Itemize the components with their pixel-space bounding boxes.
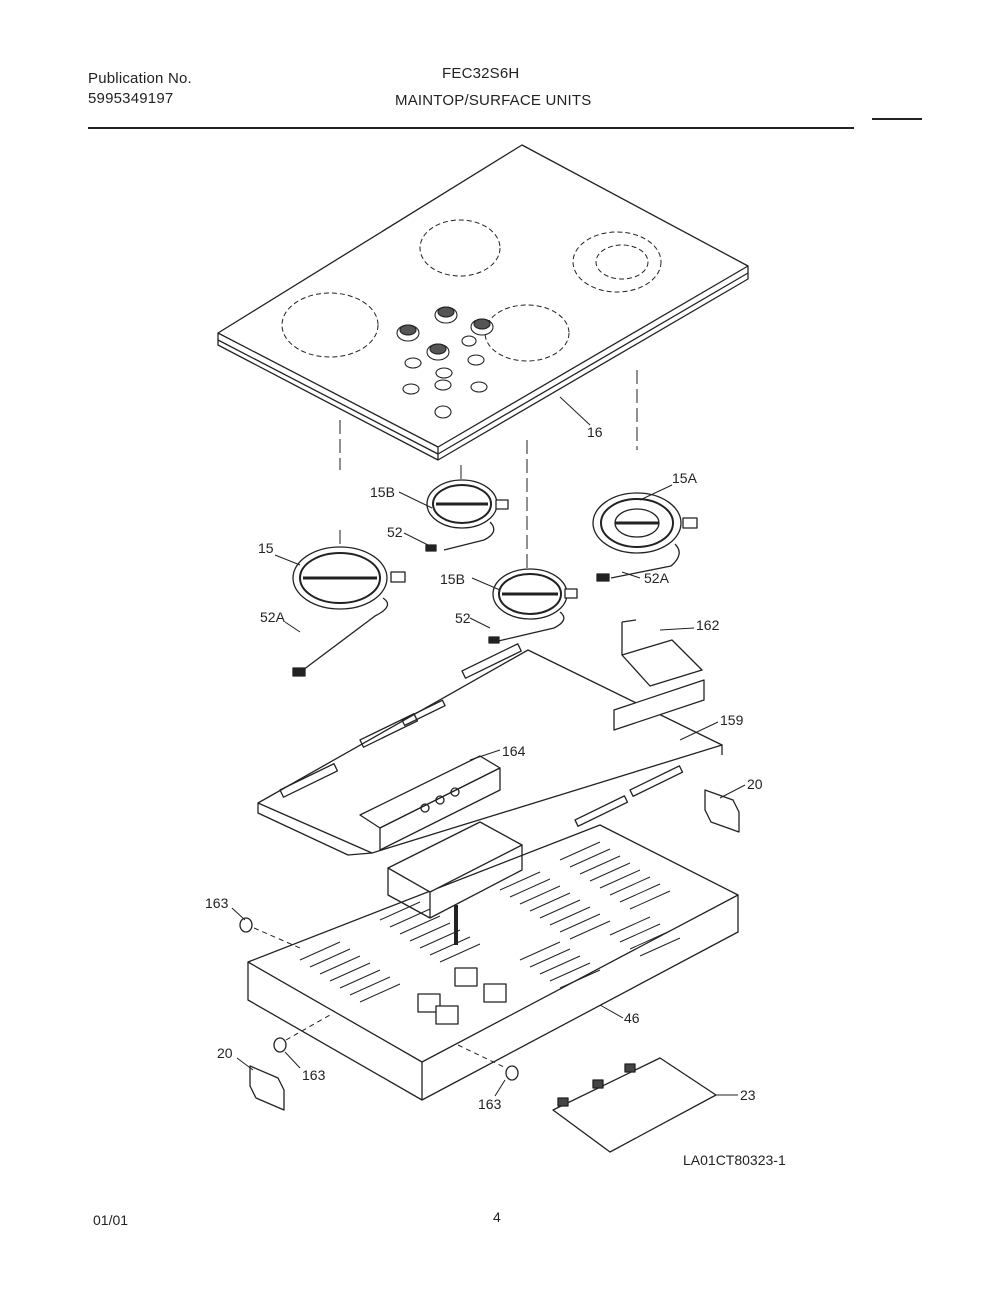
callout-52a-right: 52A	[644, 570, 670, 586]
publication-number: 5995349197	[88, 90, 174, 107]
callout-20-left: 20	[217, 1045, 233, 1061]
header-rule	[88, 127, 854, 129]
model-number: FEC32S6H	[442, 65, 520, 82]
callout-15b-lower: 15B	[440, 571, 465, 587]
knob-icon	[396, 324, 420, 342]
infinite-switches	[417, 967, 507, 1025]
callout-162: 162	[696, 617, 720, 633]
header-rule-short	[872, 118, 922, 120]
publication-label: Publication No.	[88, 70, 192, 87]
callout-15: 15	[258, 540, 274, 556]
vent-slots	[299, 841, 681, 1003]
burner-box-46	[247, 821, 739, 1101]
page-number: 4	[493, 1209, 501, 1225]
callout-52-lower: 52	[455, 610, 471, 626]
bushing-icon	[239, 917, 519, 1081]
footer-date: 01/01	[93, 1212, 129, 1228]
bracket-164	[359, 755, 501, 851]
callout-159: 159	[720, 712, 744, 728]
drawing-code: LA01CT80323-1	[683, 1152, 786, 1168]
knob-icon	[426, 343, 450, 361]
shield-162	[613, 619, 705, 731]
knob-icon	[434, 306, 458, 324]
surface-element-15a	[592, 492, 698, 582]
callout-163-top: 163	[205, 895, 229, 911]
callout-164: 164	[502, 743, 526, 759]
control-knobs	[396, 306, 494, 419]
knob-icon	[470, 318, 494, 336]
cover-plate-23	[552, 1057, 717, 1153]
section-title: MAINTOP/SURFACE UNITS	[395, 92, 592, 109]
surface-element-15b-lower	[488, 568, 578, 644]
callout-16: 16	[587, 424, 603, 440]
callout-52a-left: 52A	[260, 609, 286, 625]
callout-52-upper: 52	[387, 524, 403, 540]
callout-15b-upper: 15B	[370, 484, 395, 500]
callout-163-bottom: 163	[478, 1096, 502, 1112]
callout-20-right: 20	[747, 776, 763, 792]
callout-23: 23	[740, 1087, 756, 1103]
heat-shield-159	[257, 643, 723, 856]
maintop-glass	[217, 144, 749, 461]
callout-15a: 15A	[672, 470, 698, 486]
surface-element-15b-upper	[425, 479, 509, 552]
callout-46: 46	[624, 1010, 640, 1026]
surface-element-15	[292, 546, 406, 677]
bracket-20	[249, 789, 740, 1111]
callout-163-left: 163	[302, 1067, 326, 1083]
